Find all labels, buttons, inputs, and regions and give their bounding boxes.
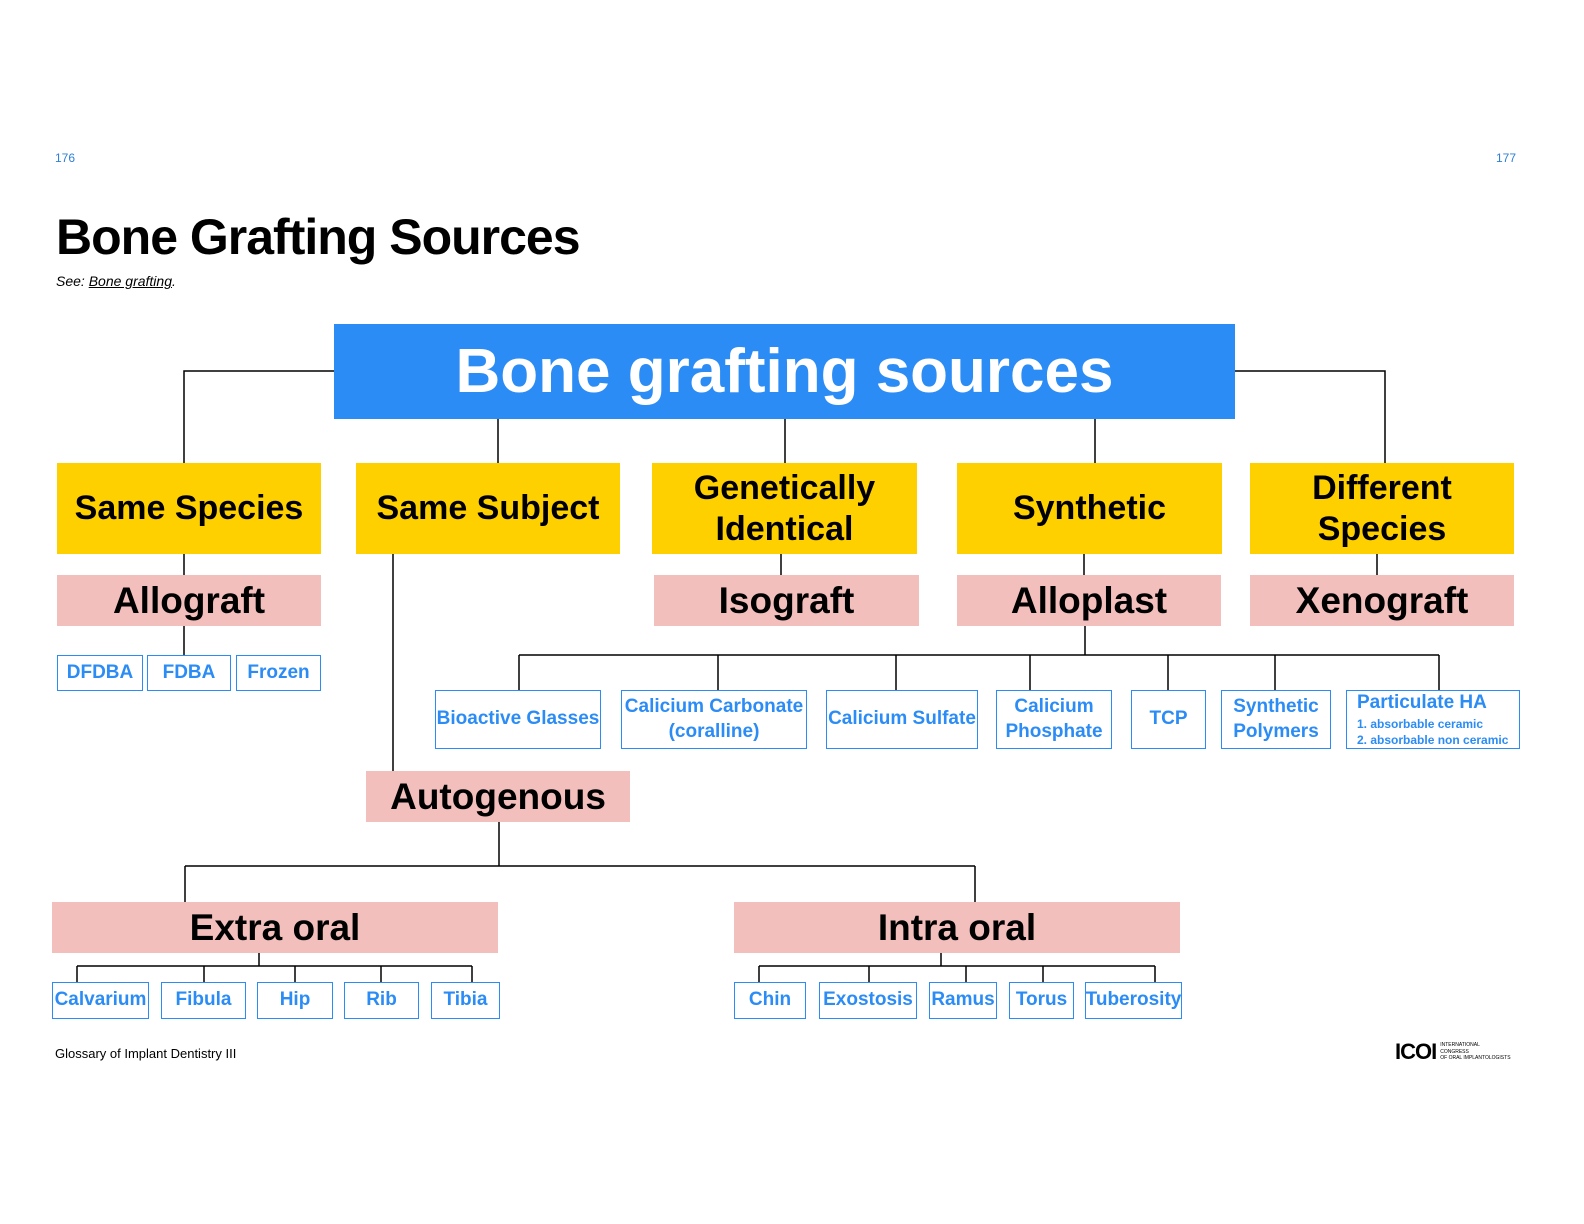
see-link-bone-grafting[interactable]: Bone grafting	[88, 273, 172, 289]
see-prefix: See:	[56, 273, 85, 289]
category-same-subject: Same Subject	[356, 463, 620, 554]
page-number-left: 176	[55, 151, 76, 165]
footer-text: Glossary of Implant Dentistry III	[55, 1046, 237, 1061]
particulate-ha-sub-2: 2. absorbable non ceramic	[1357, 732, 1509, 747]
graft-type-autogenous: Autogenous	[366, 771, 630, 822]
extra-oral-item-tibia: Tibia	[431, 982, 500, 1019]
category-different-species: Different Species	[1250, 463, 1514, 554]
alloplast-item-tcp: TCP	[1131, 690, 1206, 749]
root-node-bone-grafting-sources: Bone grafting sources	[334, 324, 1235, 419]
alloplast-item-calcium-carbonate: Calicium Carbonate (coralline)	[621, 690, 807, 749]
graft-type-intra-oral: Intra oral	[734, 902, 1180, 953]
see-suffix: .	[172, 273, 176, 289]
icoi-logo: ICOI International Congress of Oral Impl…	[1395, 1039, 1511, 1065]
extra-oral-item-calvarium: Calvarium	[52, 982, 149, 1019]
logo-line-1: International	[1440, 1041, 1480, 1048]
allograft-item-dfdba: DFDBA	[57, 655, 143, 691]
intra-oral-item-chin: Chin	[734, 982, 806, 1019]
particulate-ha-title: Particulate HA	[1357, 691, 1487, 713]
extra-oral-item-fibula: Fibula	[161, 982, 246, 1019]
category-synthetic: Synthetic	[957, 463, 1222, 554]
see-also: See: Bone grafting.	[56, 273, 176, 289]
intra-oral-item-tuberosity: Tuberosity	[1085, 982, 1182, 1019]
logo-line-3: of Oral Implantologists	[1440, 1055, 1511, 1062]
alloplast-item-calcium-sulfate: Calicium Sulfate	[826, 690, 978, 749]
intra-oral-item-torus: Torus	[1009, 982, 1074, 1019]
page-title: Bone Grafting Sources	[56, 209, 581, 265]
allograft-item-fdba: FDBA	[147, 655, 231, 691]
graft-type-allograft: Allograft	[57, 575, 321, 626]
intra-oral-item-ramus: Ramus	[929, 982, 997, 1019]
alloplast-item-synthetic-polymers: Synthetic Polymers	[1221, 690, 1331, 749]
icoi-logo-text: International Congress of Oral Implantol…	[1440, 1042, 1510, 1062]
extra-oral-item-hip: Hip	[257, 982, 333, 1019]
category-genetically-identical: Genetically Identical	[652, 463, 917, 554]
particulate-ha-sub-1: 1. absorbable ceramic	[1357, 716, 1484, 731]
page-number-right: 177	[1496, 151, 1517, 165]
graft-type-extra-oral: Extra oral	[52, 902, 498, 953]
icoi-logo-mark: ICOI	[1395, 1039, 1437, 1064]
graft-type-alloplast: Alloplast	[957, 575, 1221, 626]
graft-type-isograft: Isograft	[654, 575, 919, 626]
alloplast-item-calcium-phosphate: Calicium Phosphate	[996, 690, 1112, 749]
alloplast-item-bioactive-glasses: Bioactive Glasses	[435, 690, 601, 749]
intra-oral-item-exostosis: Exostosis	[819, 982, 917, 1019]
alloplast-item-particulate-ha: Particulate HA 1. absorbable ceramic 2. …	[1346, 690, 1520, 749]
category-same-species: Same Species	[57, 463, 321, 554]
logo-line-2: Congress	[1440, 1048, 1469, 1055]
allograft-item-frozen: Frozen	[236, 655, 321, 691]
extra-oral-item-rib: Rib	[344, 982, 419, 1019]
graft-type-xenograft: Xenograft	[1250, 575, 1514, 626]
